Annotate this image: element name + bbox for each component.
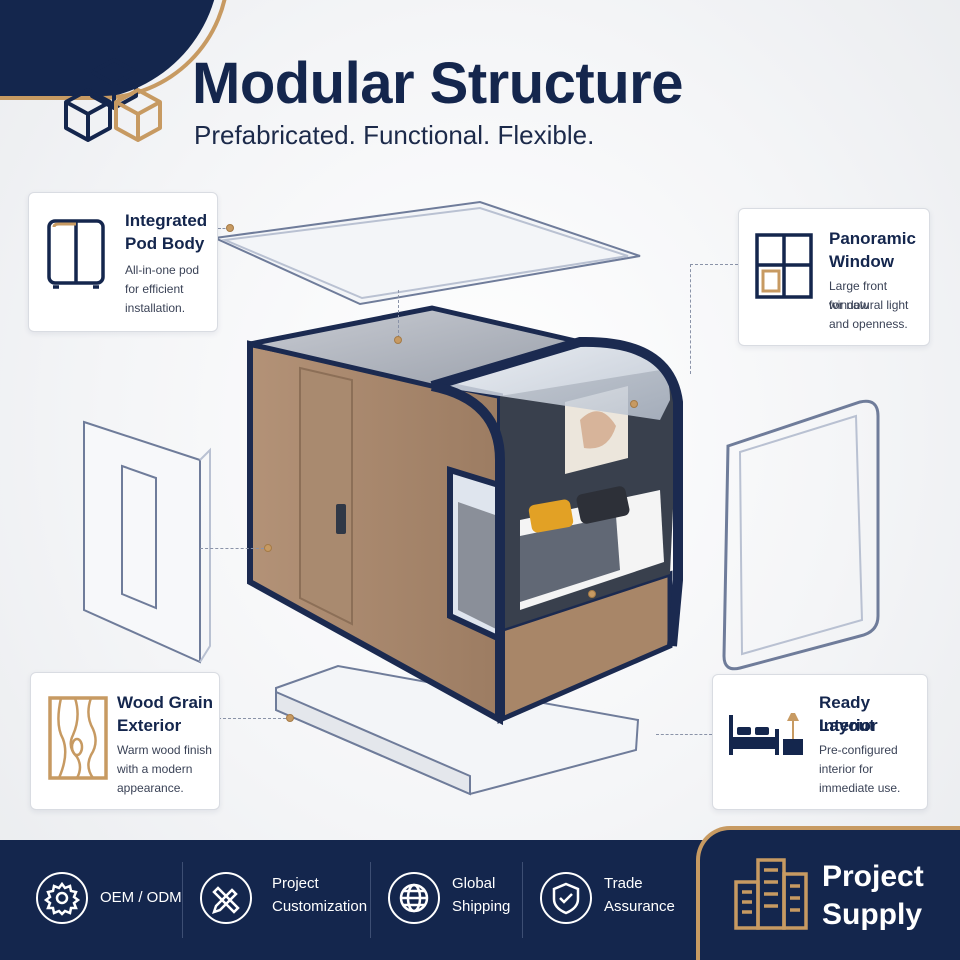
- feature-desc-3: appearance.: [117, 781, 184, 795]
- feature-title-2: Window: [829, 252, 894, 271]
- feature-card-wood: Wood Grain Exterior Warm wood finish wit…: [30, 672, 220, 810]
- roof-panel: [211, 200, 641, 306]
- footer-divider: [522, 862, 523, 938]
- shield-check-icon: [540, 872, 592, 924]
- wall-dot: [264, 544, 272, 552]
- page-title: Modular Structure: [192, 51, 684, 116]
- floor-panel: [275, 664, 640, 796]
- feature-desc: Pre-configured: [819, 743, 898, 757]
- feature-title: Integrated: [125, 211, 208, 230]
- leader-line-interior: [656, 734, 712, 735]
- bed-lamp-icon: [729, 713, 803, 755]
- project-supply-label: Project: [822, 860, 924, 893]
- stacked-boxes-icon: [64, 58, 162, 142]
- globe-icon: [388, 872, 440, 924]
- footer-label: Trade: [604, 875, 643, 892]
- feature-desc: All-in-one pod: [125, 263, 200, 277]
- footer-divider: [370, 862, 371, 938]
- wardrobe-icon: [47, 219, 105, 289]
- buildings-icon: [734, 858, 808, 930]
- feature-card-pod-body: Integrated Pod Body All-in-one pod for e…: [28, 192, 218, 332]
- leader-line-wall: [200, 548, 264, 549]
- left-wall-panel: [83, 420, 211, 664]
- feature-title-2: Pod Body: [125, 234, 205, 253]
- window-dot: [630, 400, 638, 408]
- footer-label: Project: [272, 875, 319, 892]
- wood-dot: [286, 714, 294, 722]
- leader-line-window-v: [690, 264, 691, 374]
- feature-desc-2: with a modern: [117, 762, 193, 776]
- footer-label-2: Customization: [272, 898, 368, 915]
- right-window-panel: [722, 399, 880, 671]
- footer-label-2: Assurance: [604, 898, 675, 915]
- footer-label: OEM / ODM: [100, 889, 182, 906]
- pod-body: [247, 305, 683, 726]
- project-supply-label-2: Supply: [822, 898, 923, 931]
- feature-desc-3: and openness.: [829, 317, 908, 331]
- gear-icon: [36, 872, 88, 924]
- leader-line-pod-body: [218, 228, 230, 229]
- project-supply-panel: [696, 826, 960, 960]
- leader-line-roof: [398, 290, 399, 338]
- leader-line-window: [690, 264, 738, 265]
- modular-pod-illustration: [83, 200, 880, 796]
- leader-line-wood: [218, 718, 286, 719]
- roof-dot: [394, 336, 402, 344]
- feature-card-window: Panoramic Window Large front window for …: [738, 208, 930, 346]
- pod-body-dot: [226, 224, 234, 232]
- feature-title: Panoramic: [829, 229, 916, 248]
- feature-desc: Warm wood finish: [117, 743, 212, 757]
- footer-divider: [182, 862, 183, 938]
- feature-desc-3: immediate use.: [819, 781, 901, 795]
- window-icon: [755, 233, 813, 299]
- feature-card-interior: Ready Interior Layout Pre-configured int…: [712, 674, 928, 810]
- footer-label-2: Shipping: [452, 898, 511, 915]
- feature-desc-2: for natural light: [829, 298, 909, 312]
- feature-desc-2: for efficient: [125, 282, 184, 296]
- page-subtitle: Prefabricated. Functional. Flexible.: [194, 120, 595, 150]
- feature-desc-2: interior for: [819, 762, 874, 776]
- feature-title-2: Exterior: [117, 716, 182, 735]
- feature-desc: Large front window: [829, 279, 888, 312]
- feature-title-2: Layout: [819, 716, 875, 735]
- interior-dot: [588, 590, 596, 598]
- pencil-ruler-icon: [200, 872, 252, 924]
- wood-grain-icon: [48, 696, 108, 780]
- footer-label: Global: [452, 875, 496, 892]
- feature-title: Ready Interior: [819, 693, 878, 735]
- feature-desc-3: installation.: [125, 301, 186, 315]
- feature-title: Wood Grain: [117, 693, 214, 712]
